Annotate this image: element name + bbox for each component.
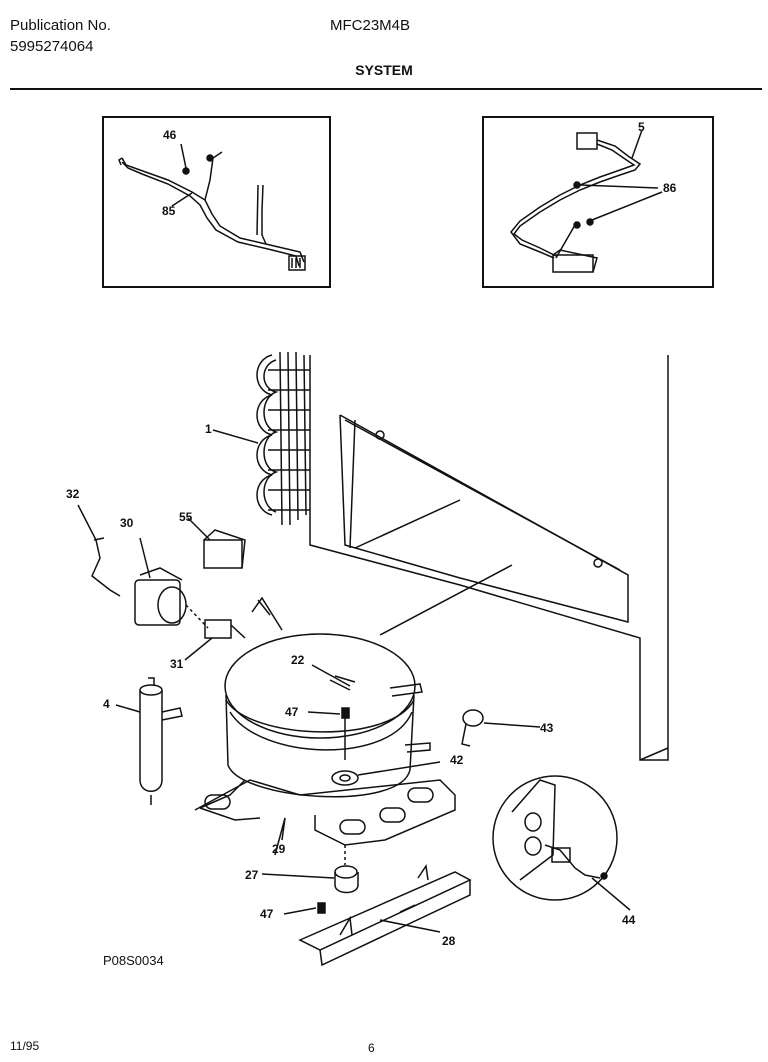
callout-22: 22 <box>291 653 305 667</box>
callout-4: 4 <box>103 697 110 711</box>
callout-29: 29 <box>272 842 286 856</box>
callout-28: 28 <box>442 934 456 948</box>
callout-46: 46 <box>163 128 177 142</box>
grommet-27 <box>261 845 359 894</box>
callout-86: 86 <box>663 181 677 195</box>
callout-42: 42 <box>450 753 464 767</box>
publication-label: Publication No. <box>10 17 111 34</box>
relay-cover-55 <box>185 517 246 629</box>
callout-32: 32 <box>66 487 80 501</box>
grommet-42 <box>331 761 441 786</box>
screw-47-bottom <box>283 902 326 915</box>
wire-harness-85 <box>118 151 306 271</box>
callout-47-top: 47 <box>285 705 299 719</box>
header-rule <box>10 88 762 90</box>
publication-number: 5995274064 <box>10 38 94 55</box>
callout-43: 43 <box>540 721 554 735</box>
relay-30 <box>134 537 187 626</box>
screw-47-top <box>307 707 350 760</box>
overload-protector-32 <box>77 504 121 597</box>
callout-27: 27 <box>245 868 259 882</box>
mounting-rail-28 <box>298 863 472 967</box>
callout-47-bottom: 47 <box>260 907 274 921</box>
compressor-29 <box>199 596 431 856</box>
drier-4 <box>115 677 183 805</box>
screw-46 <box>180 143 190 175</box>
callout-1: 1 <box>205 422 212 436</box>
figure-code: P08S0034 <box>103 953 164 968</box>
page-number: 6 <box>368 1041 375 1055</box>
condenser-coil-1 <box>212 351 310 526</box>
leader-85 <box>171 192 193 207</box>
wire-harness-5 <box>510 132 642 273</box>
base-plate <box>194 779 456 846</box>
inset-wiring-right <box>482 116 714 288</box>
model-number: MFC23M4B <box>330 17 411 34</box>
callout-31: 31 <box>170 657 184 671</box>
callout-30: 30 <box>120 516 134 530</box>
revision-date: 11/95 <box>10 1039 40 1053</box>
callout-labels: 1 4 5 22 27 28 29 30 31 32 42 43 44 46 4… <box>66 120 677 948</box>
outlet-inset-44 <box>492 775 631 911</box>
callout-5: 5 <box>638 120 645 134</box>
terminal-cover-31 <box>184 619 246 661</box>
inset-wiring-left <box>102 116 331 288</box>
screws-86 <box>573 181 663 229</box>
callout-85: 85 <box>162 204 176 218</box>
page-title: SYSTEM <box>355 62 413 78</box>
clamp-43 <box>461 709 541 747</box>
leader-5 <box>631 129 643 159</box>
callout-44: 44 <box>622 913 636 927</box>
leader-29 <box>281 817 286 841</box>
fitting-22 <box>311 664 356 691</box>
freezer-cabinet <box>309 355 669 761</box>
callout-55: 55 <box>179 510 193 524</box>
